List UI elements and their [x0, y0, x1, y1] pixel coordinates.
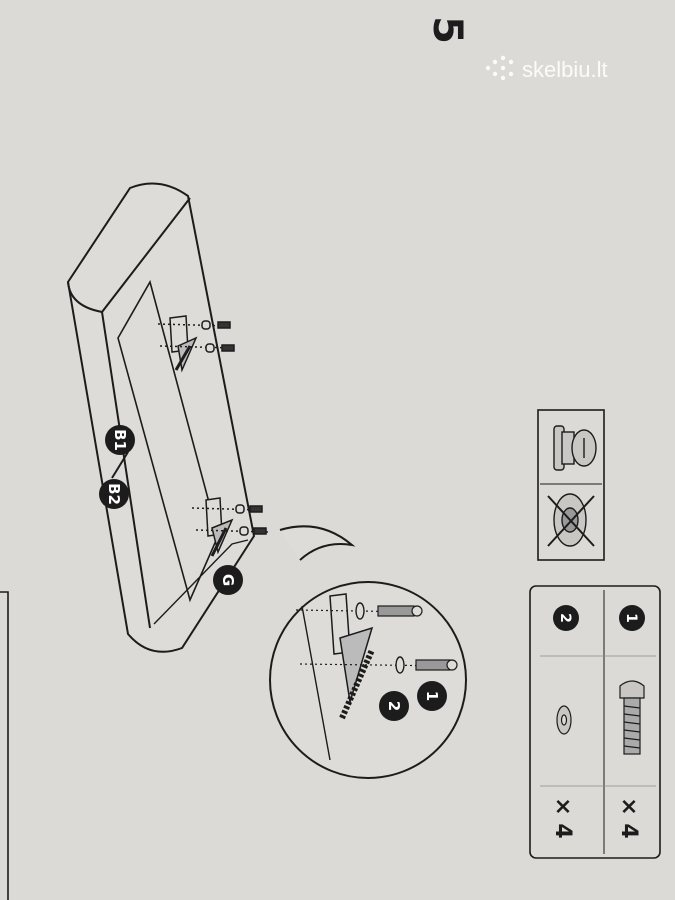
washer-icon [556, 705, 572, 735]
table-row-screw: 1 × 4 [616, 605, 645, 839]
label-g: G [213, 565, 243, 595]
table-row-washer: 2 × 4 [550, 605, 579, 839]
watermark: skelbiu.lt [485, 55, 608, 82]
table-marker-2: 2 [557, 613, 573, 623]
label-b1: B1 [105, 425, 135, 455]
parts-table: 1 × 4 2 × 4 [529, 585, 661, 859]
bracket-top [157, 315, 235, 373]
knob-correct-icon [553, 425, 597, 471]
table-quantity-1: × 4 [616, 797, 641, 838]
dots-logo-icon [485, 55, 514, 81]
callout-marker-1-text: 1 [423, 691, 441, 701]
adjacent-box-edge [0, 591, 9, 900]
step-number: 5 [424, 16, 470, 44]
label-b2-text: B2 [105, 483, 123, 505]
screw-icon [619, 680, 645, 755]
callout-marker-2-text: 2 [385, 701, 403, 711]
table-marker-1: 1 [623, 613, 639, 623]
watermark-text: skelbiu.lt [522, 57, 608, 82]
label-b1-text: B1 [111, 429, 129, 451]
label-g-text: G [219, 574, 237, 586]
callout-marker-1: 1 [417, 681, 447, 711]
bracket-bottom [191, 497, 269, 557]
crossed-out-icon [547, 493, 595, 547]
table-quantity-2: × 4 [550, 797, 575, 838]
tip-box [537, 409, 605, 561]
callout-marker-2: 2 [379, 691, 409, 721]
label-b2: B2 [99, 479, 129, 509]
label-separator [111, 451, 129, 479]
zoom-callout [269, 525, 467, 779]
